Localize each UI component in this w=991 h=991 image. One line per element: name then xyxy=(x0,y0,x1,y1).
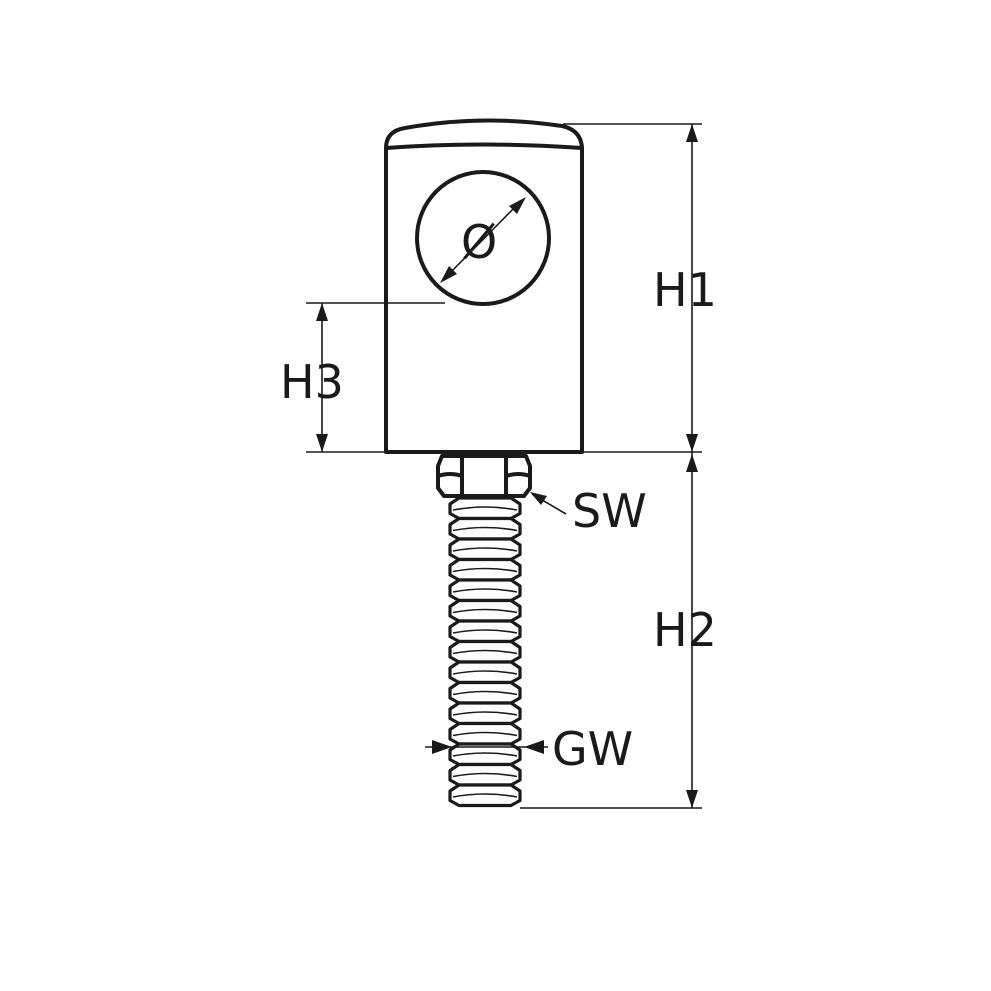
hex-nut xyxy=(436,454,532,498)
h2-dimension: H2 xyxy=(520,451,717,809)
head-top-edge xyxy=(384,142,584,150)
thread-crest xyxy=(452,588,518,593)
thread-crest xyxy=(452,526,518,532)
thread-crest xyxy=(452,670,518,675)
eye-head xyxy=(384,118,584,454)
thread-crest xyxy=(452,772,518,778)
thread-crest xyxy=(452,752,518,757)
h2-label: H2 xyxy=(653,603,717,657)
threaded-shank xyxy=(448,496,522,808)
h3-dimension: H3 xyxy=(280,302,445,453)
thread-turn xyxy=(448,783,522,808)
head-outline xyxy=(384,118,584,454)
eye-hole xyxy=(415,170,551,306)
h3-label: H3 xyxy=(280,355,344,409)
thread-crest xyxy=(452,506,518,511)
h1-dimension: H1 xyxy=(563,123,717,452)
thread-crest xyxy=(452,793,518,798)
sw-dimension: SW xyxy=(530,484,647,538)
thread-crest xyxy=(452,731,518,737)
sw-label: SW xyxy=(572,484,647,538)
gw-label: GW xyxy=(552,722,633,776)
thread-crest xyxy=(452,567,518,573)
gw-dimension: GW xyxy=(425,722,633,776)
h1-label: H1 xyxy=(653,263,717,317)
hex-nut-outline xyxy=(436,454,532,498)
diameter-dimension: Ø xyxy=(440,197,526,283)
thread-crest xyxy=(452,711,518,716)
diameter-symbol: Ø xyxy=(461,215,497,269)
thread-crest xyxy=(452,629,518,634)
thread-crest xyxy=(452,649,518,655)
thread-crest xyxy=(452,547,518,552)
thread-crest xyxy=(452,608,518,614)
thread-crest xyxy=(452,690,518,696)
